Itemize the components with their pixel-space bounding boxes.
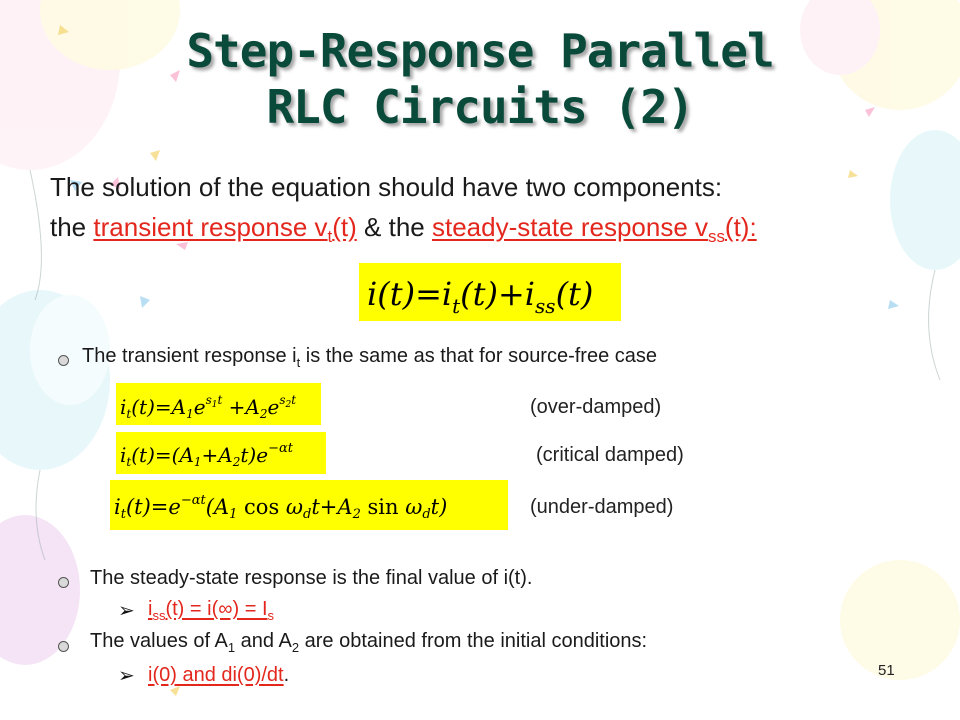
label-under-damped: (under-damped) bbox=[530, 496, 674, 518]
svg-text:it(t)=A1es1t +A2es2t: it(t)=A1es1t +A2es2t bbox=[120, 393, 296, 421]
intro-line1: The solution of the equation should have… bbox=[50, 172, 723, 202]
slide-title-line2: RLC Circuits (2) bbox=[266, 80, 694, 134]
arrow-bullet-icon: ➢ bbox=[118, 600, 135, 622]
label-critical-damped: (critical damped) bbox=[536, 444, 684, 466]
slide-title-line1: Step-Response Parallel bbox=[186, 24, 774, 78]
critical-damped-equation: it(t)=(A1+A2t)e−αt bbox=[116, 432, 326, 474]
label-over-damped: (over-damped) bbox=[530, 396, 662, 418]
steady-state-response-link: steady-state response vss(t): bbox=[431, 212, 757, 247]
ampersand: & bbox=[364, 212, 382, 242]
transient-response-link: transient response vt(t) bbox=[93, 212, 357, 247]
arrow-bullet-icon: ➢ bbox=[118, 665, 135, 687]
page-number: 51 bbox=[878, 662, 895, 679]
intro-line2: the transient response vt(t) & the stead… bbox=[50, 212, 757, 247]
over-damped-equation: it(t)=A1es1t +A2es2t bbox=[116, 383, 321, 425]
main-equation: i(t)=it(t)+iss(t) bbox=[359, 263, 621, 321]
bullet-transient: The transient response it is the same as… bbox=[82, 345, 658, 370]
bullet-dot bbox=[58, 641, 69, 652]
initial-conditions-value: i(0) and di(0)/dt. bbox=[148, 664, 290, 686]
steady-state-value: iss(t) = i(∞) = Is bbox=[148, 598, 274, 623]
svg-text:it(t)=(A1+A2t)e−αt: it(t)=(A1+A2t)e−αt bbox=[120, 441, 294, 469]
intro-the: the bbox=[50, 212, 87, 242]
bullet-dot bbox=[58, 577, 69, 588]
bullet-initial-conditions: The values of A1 and A2 are obtained fro… bbox=[90, 630, 648, 655]
svg-text:it(t)=e−αt(A1 cos ωdt+A2 sin ω: it(t)=e−αt(A1 cos ωdt+A2 sin ωdt) bbox=[114, 493, 447, 522]
under-damped-equation: it(t)=e−αt(A1 cos ωdt+A2 sin ωdt) bbox=[110, 480, 508, 530]
intro-the-2: the bbox=[388, 212, 425, 242]
bullet-steady-state: The steady-state response is the final v… bbox=[90, 567, 533, 589]
bullet-dot bbox=[58, 355, 69, 366]
svg-text:i(t)=it(t)+iss(t): i(t)=it(t)+iss(t) bbox=[367, 275, 593, 318]
